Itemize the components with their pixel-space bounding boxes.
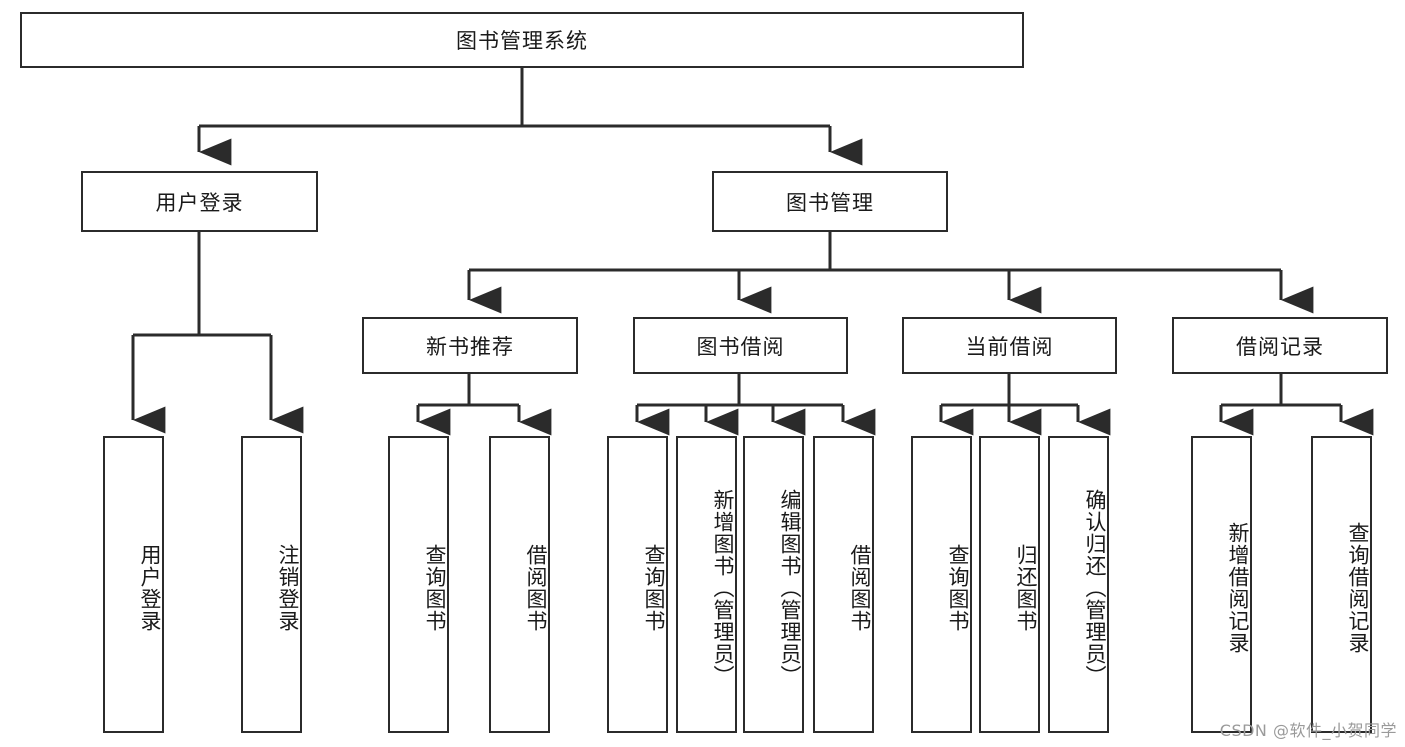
node-book-management[interactable]: 图书管理 <box>712 171 948 232</box>
node-label: 用户登录 <box>155 190 244 215</box>
node-root-system[interactable]: 图书管理系统 <box>20 12 1024 68</box>
node-label: 新书推荐 <box>426 334 514 359</box>
node-label: 确认归还（管理员） <box>1083 488 1107 687</box>
leaf-borrow-borrow-book[interactable]: 借阅图书 <box>813 436 874 733</box>
node-label: 图书管理 <box>786 190 874 215</box>
node-label: 查询图书 <box>423 543 447 632</box>
node-label: 图书借阅 <box>696 334 785 359</box>
leaf-user-login-signin[interactable]: 用户登录 <box>103 436 164 733</box>
node-label: 用户登录 <box>138 543 162 632</box>
leaf-record-query-record[interactable]: 查询借阅记录 <box>1311 436 1372 733</box>
node-label: 借阅记录 <box>1236 334 1324 359</box>
node-label: 归还图书 <box>1014 543 1038 632</box>
leaf-borrow-query-book[interactable]: 查询图书 <box>607 436 668 733</box>
node-label: 查询图书 <box>642 543 666 632</box>
node-new-book-recommend[interactable]: 新书推荐 <box>362 317 578 374</box>
leaf-borrow-edit-book[interactable]: 编辑图书（管理员） <box>743 436 804 733</box>
node-label: 借阅图书 <box>848 543 872 632</box>
node-label: 新增图书（管理员） <box>711 488 735 687</box>
node-label: 借阅图书 <box>524 543 548 632</box>
leaf-user-login-signout[interactable]: 注销登录 <box>241 436 302 733</box>
leaf-current-confirm-return[interactable]: 确认归还（管理员） <box>1048 436 1109 733</box>
node-label: 图书管理系统 <box>456 29 588 53</box>
node-label: 当前借阅 <box>965 334 1054 359</box>
leaf-recommend-query-book[interactable]: 查询图书 <box>388 436 449 733</box>
node-label: 查询图书 <box>946 543 970 632</box>
leaf-current-query-book[interactable]: 查询图书 <box>911 436 972 733</box>
node-borrow-record[interactable]: 借阅记录 <box>1172 317 1388 374</box>
node-label: 新增借阅记录 <box>1226 521 1250 654</box>
leaf-recommend-borrow-book[interactable]: 借阅图书 <box>489 436 550 733</box>
watermark-text: CSDN @软件_小贺同学 <box>1219 721 1397 740</box>
node-label: 查询借阅记录 <box>1346 521 1370 654</box>
node-label: 编辑图书（管理员） <box>778 488 802 687</box>
node-current-borrow[interactable]: 当前借阅 <box>902 317 1117 374</box>
node-user-login[interactable]: 用户登录 <box>81 171 318 232</box>
node-label: 注销登录 <box>276 543 300 632</box>
node-book-borrow[interactable]: 图书借阅 <box>633 317 848 374</box>
leaf-current-return-book[interactable]: 归还图书 <box>979 436 1040 733</box>
leaf-record-add-record[interactable]: 新增借阅记录 <box>1191 436 1252 733</box>
leaf-borrow-add-book[interactable]: 新增图书（管理员） <box>676 436 737 733</box>
